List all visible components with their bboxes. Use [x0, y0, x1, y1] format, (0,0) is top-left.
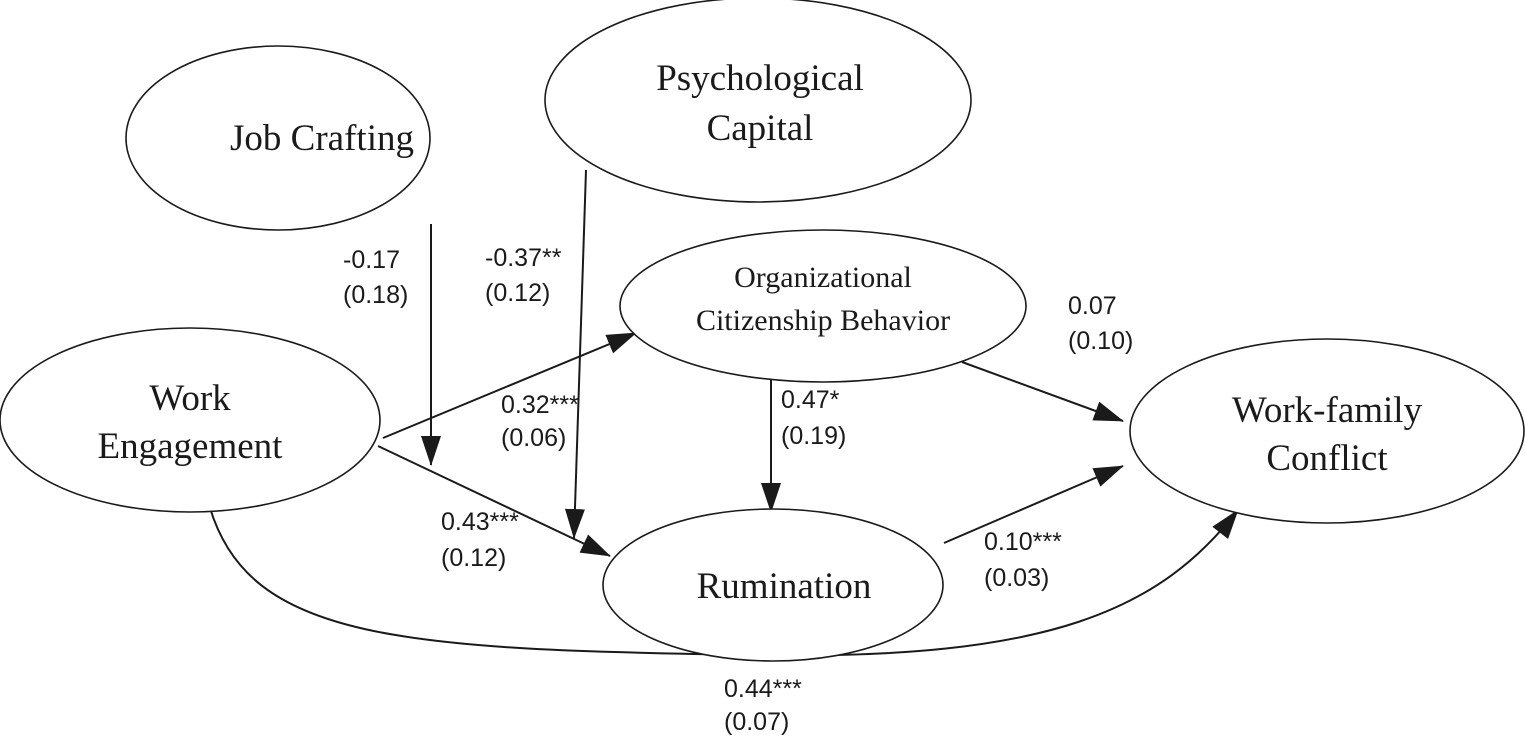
standard-error: (0.07)	[724, 708, 789, 736]
node-label: Citizenship Behavior	[696, 304, 950, 337]
coef-psycap-moderation: -0.37** (0.12)	[485, 244, 562, 307]
node-rumination: Rumination	[602, 508, 944, 662]
standard-error: (0.19)	[781, 422, 846, 450]
coefficient-value: 0.44***	[724, 675, 802, 703]
standard-error: (0.12)	[441, 544, 506, 572]
standard-error: (0.18)	[343, 281, 408, 309]
coef-we-to-ocb: 0.32*** (0.06)	[501, 391, 579, 452]
node-label: Capital	[707, 108, 814, 149]
coefficient-value: 0.43***	[441, 508, 519, 536]
node-label: Work	[149, 378, 231, 419]
edge-psycap-moderation	[564, 169, 587, 539]
node-label: Conflict	[1266, 438, 1388, 479]
standard-error: (0.10)	[1068, 327, 1133, 355]
coefficient-value: -0.17	[343, 246, 400, 274]
standard-error: (0.06)	[501, 424, 566, 452]
coef-ocb-to-rumination: 0.47* (0.19)	[781, 386, 846, 450]
node-label: Rumination	[697, 566, 872, 607]
coef-we-to-rumination: 0.43*** (0.12)	[441, 508, 519, 572]
node-label: Psychological	[656, 58, 864, 99]
node-work-engagement: Work Engagement	[0, 327, 381, 513]
coef-we-to-wfc: 0.44*** (0.07)	[724, 675, 802, 736]
standard-error: (0.03)	[984, 564, 1049, 592]
coefficient-value: 0.10***	[984, 528, 1062, 556]
coefficient-value: -0.37**	[485, 244, 562, 272]
node-label: Organizational	[734, 261, 912, 294]
node-label: Engagement	[98, 426, 284, 467]
coef-job-crafting-moderation: -0.17 (0.18)	[343, 246, 408, 309]
edge-rumination-to-wfc	[943, 465, 1124, 544]
standard-error: (0.12)	[485, 279, 550, 307]
edge-we-to-ocb	[382, 332, 637, 439]
coefficient-value: 0.32***	[501, 391, 579, 419]
node-psychological-capital: Psychological Capital	[544, 0, 972, 203]
node-label: Work-family	[1232, 390, 1423, 431]
coefficient-value: 0.47*	[781, 386, 840, 414]
coefficient-value: 0.07	[1068, 292, 1117, 320]
node-job-crafting: Job Crafting	[125, 45, 431, 231]
node-organizational-citizenship-behavior: Organizational Citizenship Behavior	[619, 229, 1027, 383]
coef-ocb-to-wfc: 0.07 (0.10)	[1068, 292, 1133, 355]
node-work-family-conflict: Work-family Conflict	[1129, 338, 1525, 524]
edge-ocb-to-wfc	[961, 361, 1124, 422]
node-label: Job Crafting	[230, 118, 414, 159]
coef-rumination-to-wfc: 0.10*** (0.03)	[984, 528, 1062, 592]
